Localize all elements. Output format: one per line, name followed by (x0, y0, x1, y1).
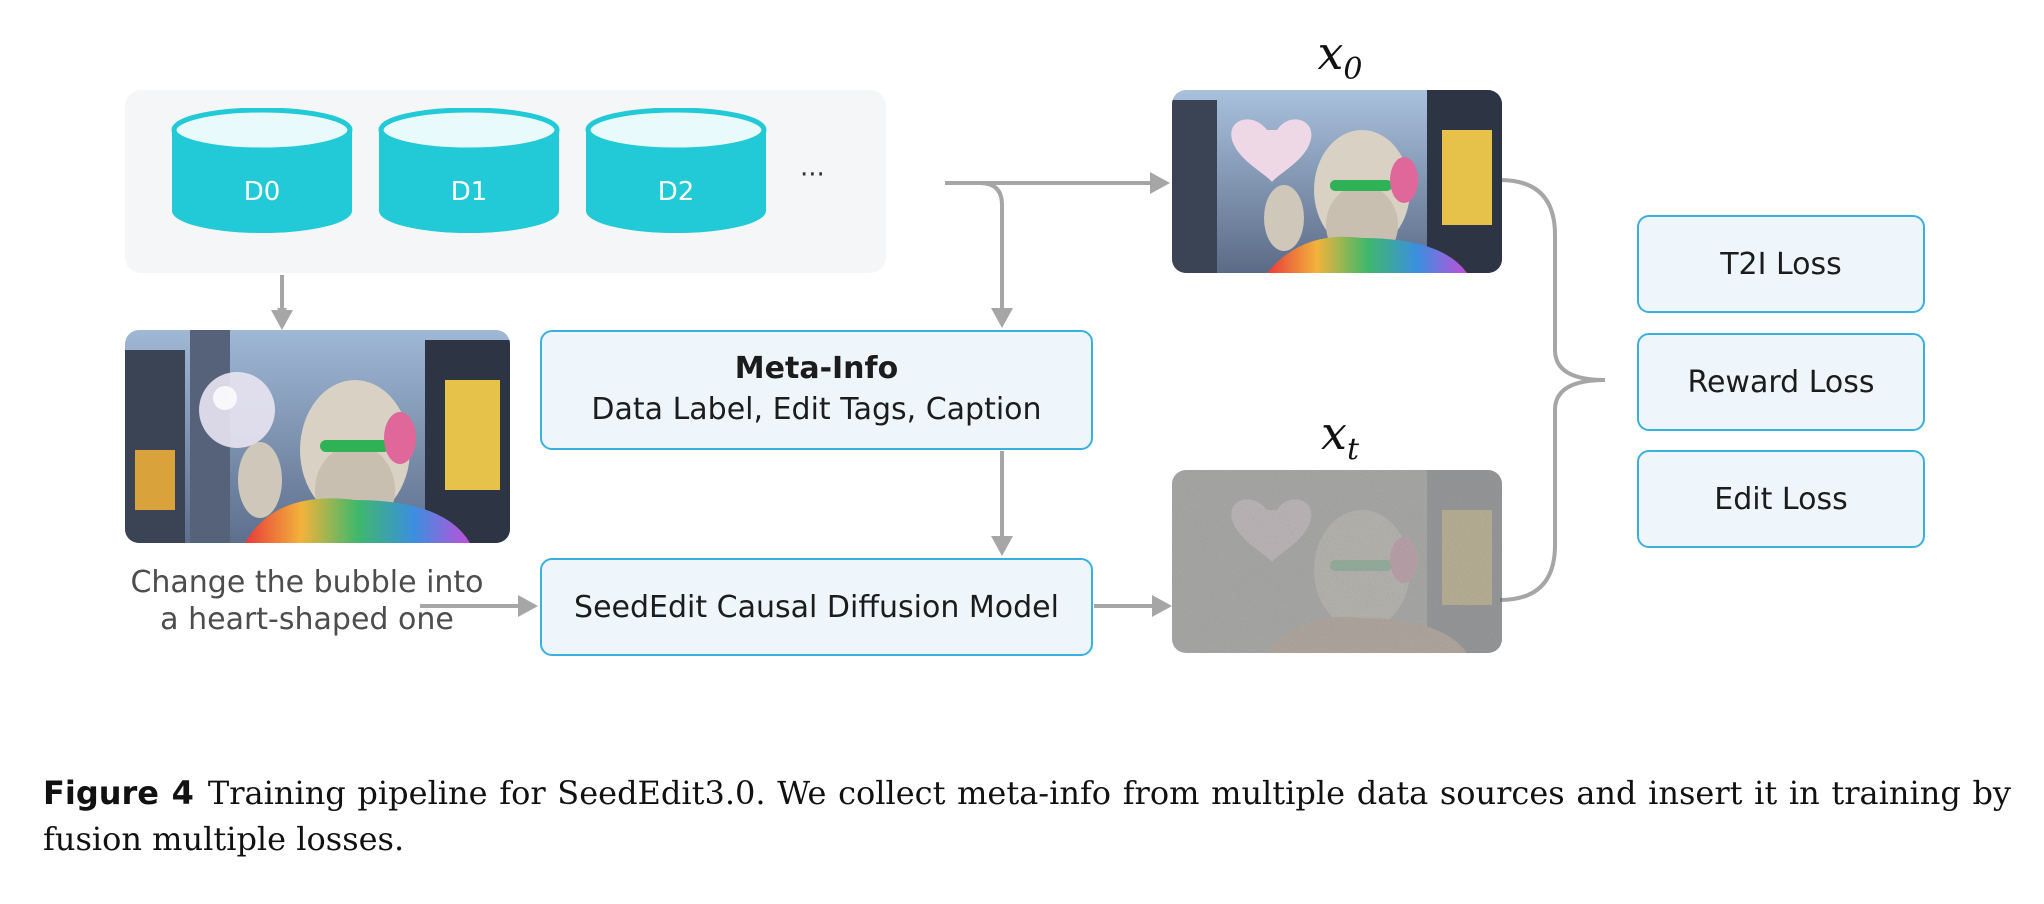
x0-label: x0 (1290, 26, 1390, 87)
edit-instruction-line2: a heart-shaped one (160, 602, 454, 637)
meta-info-box: Meta-Info Data Label, Edit Tags, Caption (540, 330, 1093, 450)
loss-brace (1499, 178, 1606, 602)
x0-image (1172, 90, 1502, 273)
input-image-art (125, 330, 510, 543)
arrow-to-meta-info (979, 181, 1004, 312)
xt-subscript: t (1346, 432, 1359, 468)
meta-info-title: Meta-Info (734, 351, 899, 386)
x0-subscript: 0 (1343, 52, 1363, 88)
dataset-cylinder-d1: D1 (378, 108, 560, 233)
loss-label-t2i: T2I Loss (1720, 246, 1842, 282)
edit-instruction-line1: Change the bubble into (130, 565, 484, 600)
diffusion-model-box: SeedEdit Causal Diffusion Model (540, 558, 1093, 656)
dataset-cylinder-d0: D0 (171, 108, 353, 233)
meta-info-subtitle: Data Label, Edit Tags, Caption (591, 392, 1042, 427)
xt-symbol: x (1320, 406, 1347, 460)
xt-noisy-image (1172, 470, 1502, 653)
input-image (125, 330, 510, 543)
loss-box-t2i: T2I Loss (1637, 215, 1925, 313)
figure-caption-text: Training pipeline for SeedEdit3.0. We co… (43, 774, 2012, 858)
loss-box-reward: Reward Loss (1637, 333, 1925, 431)
x0-symbol: x (1317, 26, 1344, 80)
figure-caption-label: Figure 4 (43, 774, 194, 812)
x0-image-art (1172, 90, 1502, 273)
diffusion-model-label: SeedEdit Causal Diffusion Model (574, 589, 1059, 625)
loss-label-edit: Edit Loss (1714, 481, 1848, 517)
dataset-cylinders: D0 D1 D2 (171, 108, 767, 233)
dataset-cylinder-d2: D2 (585, 108, 767, 233)
xt-image-art (1172, 470, 1502, 653)
dataset-label-d0: D0 (244, 177, 281, 207)
xt-label: xt (1290, 406, 1390, 467)
dataset-ellipsis: ··· (800, 160, 825, 190)
loss-label-reward: Reward Loss (1687, 364, 1875, 400)
edit-instruction: Change the bubble into a heart-shaped on… (110, 564, 504, 638)
dataset-label-d2: D2 (658, 177, 695, 207)
dataset-label-d1: D1 (451, 177, 488, 207)
loss-box-edit: Edit Loss (1637, 450, 1925, 548)
